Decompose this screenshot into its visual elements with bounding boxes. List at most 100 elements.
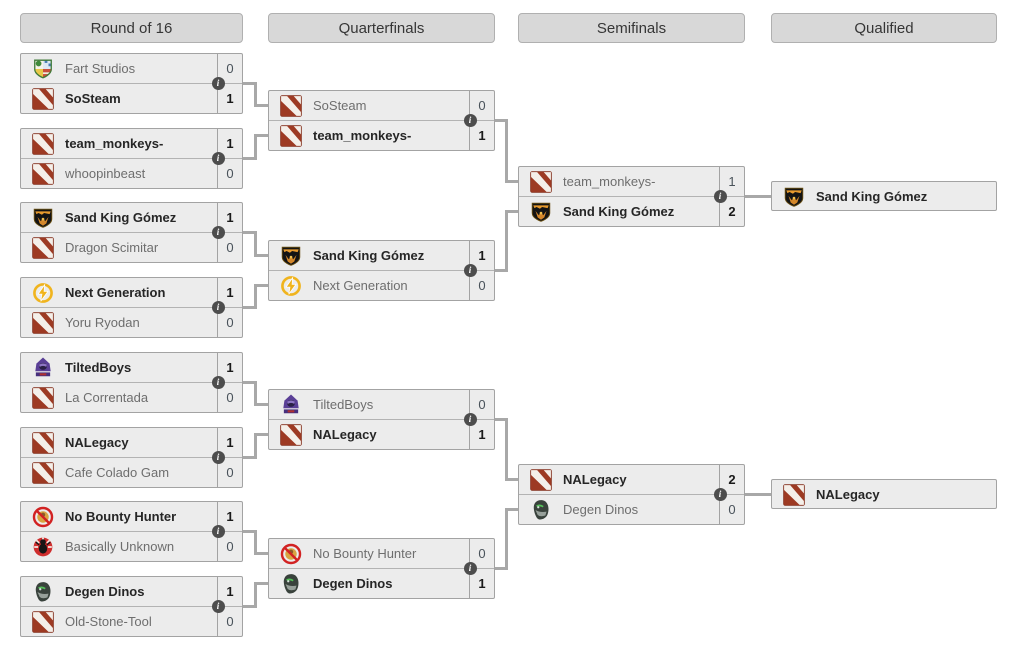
team-name[interactable]: Degen Dinos (313, 576, 393, 591)
sand-king-gomez-icon[interactable] (269, 245, 313, 267)
team-score: 1 (469, 121, 494, 150)
bracket-connector-line (243, 455, 257, 459)
team-name[interactable]: Next Generation (65, 285, 166, 300)
team-name[interactable]: TiltedBoys (65, 360, 132, 375)
dota-icon[interactable] (21, 236, 65, 259)
team-name[interactable]: Sand King Gómez (65, 210, 177, 225)
team-name[interactable]: whoopinbeast (65, 166, 146, 181)
degen-dinos-icon[interactable] (519, 499, 563, 521)
degen-dinos-icon[interactable] (269, 573, 313, 595)
bracket-connector-line (243, 529, 257, 533)
round-header-qualified: Qualified (771, 13, 997, 43)
dota-icon[interactable] (269, 124, 313, 147)
sand-king-gomez-icon[interactable] (519, 201, 563, 223)
team-name[interactable]: SoSteam (313, 98, 367, 113)
team-score: 0 (469, 271, 494, 300)
team-name[interactable]: Sand King Gómez (816, 189, 928, 204)
no-bounty-hunter-icon[interactable] (21, 506, 65, 528)
dota-icon[interactable] (21, 431, 65, 454)
basically-unknown-icon[interactable] (21, 536, 65, 558)
dota-icon[interactable] (519, 170, 563, 193)
dota-icon[interactable] (21, 132, 65, 155)
dota-icon[interactable] (21, 87, 65, 110)
dota-icon[interactable] (772, 483, 816, 506)
team-name[interactable]: NALegacy (65, 435, 129, 450)
dota-icon[interactable] (21, 162, 65, 185)
match-info-icon[interactable]: i (463, 412, 477, 426)
sand-king-gomez-icon[interactable] (772, 186, 816, 208)
match-info-icon[interactable]: i (463, 113, 477, 127)
team-name[interactable]: Dragon Scimitar (65, 240, 159, 255)
dota-icon[interactable] (21, 311, 65, 334)
team-name[interactable]: SoSteam (65, 91, 121, 106)
match-info-icon[interactable]: i (211, 225, 225, 239)
team-score: 0 (217, 532, 242, 561)
bracket-connector-line (255, 283, 268, 287)
match-info-icon[interactable]: i (463, 263, 477, 277)
team-name[interactable]: NALegacy (313, 427, 377, 442)
bracket-connector-line (253, 581, 257, 608)
team-name[interactable]: team_monkeys- (563, 174, 656, 189)
fart-studios-icon[interactable] (21, 58, 65, 80)
match-info-icon[interactable]: i (211, 524, 225, 538)
bracket-connector-line (243, 604, 257, 608)
bracket-connector-line (504, 417, 508, 481)
team-name[interactable]: NALegacy (816, 487, 880, 502)
team-score: 2 (719, 197, 744, 226)
team-name[interactable]: Next Generation (313, 278, 408, 293)
match-info-icon[interactable]: i (211, 300, 225, 314)
dota-icon[interactable] (269, 423, 313, 446)
team-name[interactable]: Sand King Gómez (563, 204, 675, 219)
match-info-icon[interactable]: i (713, 189, 727, 203)
team-name[interactable]: team_monkeys- (65, 136, 164, 151)
team-name[interactable]: NALegacy (563, 472, 627, 487)
tiltedboys-icon[interactable] (269, 394, 313, 416)
round-header-round-of-16: Round of 16 (20, 13, 243, 43)
team-name[interactable]: team_monkeys- (313, 128, 412, 143)
match-info-icon[interactable]: i (463, 561, 477, 575)
team-name[interactable]: Degen Dinos (65, 584, 145, 599)
degen-dinos-icon[interactable] (21, 581, 65, 603)
team-row: No Bounty Hunter 1 (21, 502, 242, 531)
team-name[interactable]: Yoru Ryodan (65, 315, 140, 330)
round-header-quarterfinals: Quarterfinals (268, 13, 495, 43)
match-info-icon[interactable]: i (211, 450, 225, 464)
team-name[interactable]: Old-Stone-Tool (65, 614, 152, 629)
dota-icon[interactable] (21, 386, 65, 409)
bracket-connector-line (255, 402, 268, 406)
bracket-connector-line (495, 566, 508, 570)
next-generation-icon[interactable] (269, 275, 313, 297)
dota-icon[interactable] (269, 94, 313, 117)
dota-icon[interactable] (519, 468, 563, 491)
match-info-icon[interactable]: i (211, 76, 225, 90)
team-name[interactable]: TiltedBoys (313, 397, 374, 412)
team-name[interactable]: Degen Dinos (563, 502, 639, 517)
next-generation-icon[interactable] (21, 282, 65, 304)
team-name[interactable]: Sand King Gómez (313, 248, 425, 263)
no-bounty-hunter-icon[interactable] (269, 543, 313, 565)
team-score: 1 (217, 502, 242, 531)
team-name[interactable]: Cafe Colado Gam (65, 465, 170, 480)
dota-icon[interactable] (21, 461, 65, 484)
team-name[interactable]: La Correntada (65, 390, 149, 405)
match-info-icon[interactable]: i (211, 375, 225, 389)
team-name[interactable]: Basically Unknown (65, 539, 175, 554)
team-name[interactable]: No Bounty Hunter (313, 546, 417, 561)
tiltedboys-icon[interactable] (21, 357, 65, 379)
dota-icon[interactable] (21, 610, 65, 633)
sand-king-gomez-icon[interactable] (21, 207, 65, 229)
team-name[interactable]: Fart Studios (65, 61, 136, 76)
bracket-connector-line (253, 529, 257, 555)
match-info-icon[interactable]: i (713, 487, 727, 501)
match-info-icon[interactable]: i (211, 599, 225, 613)
match-info-icon[interactable]: i (211, 151, 225, 165)
team-name[interactable]: No Bounty Hunter (65, 509, 177, 524)
